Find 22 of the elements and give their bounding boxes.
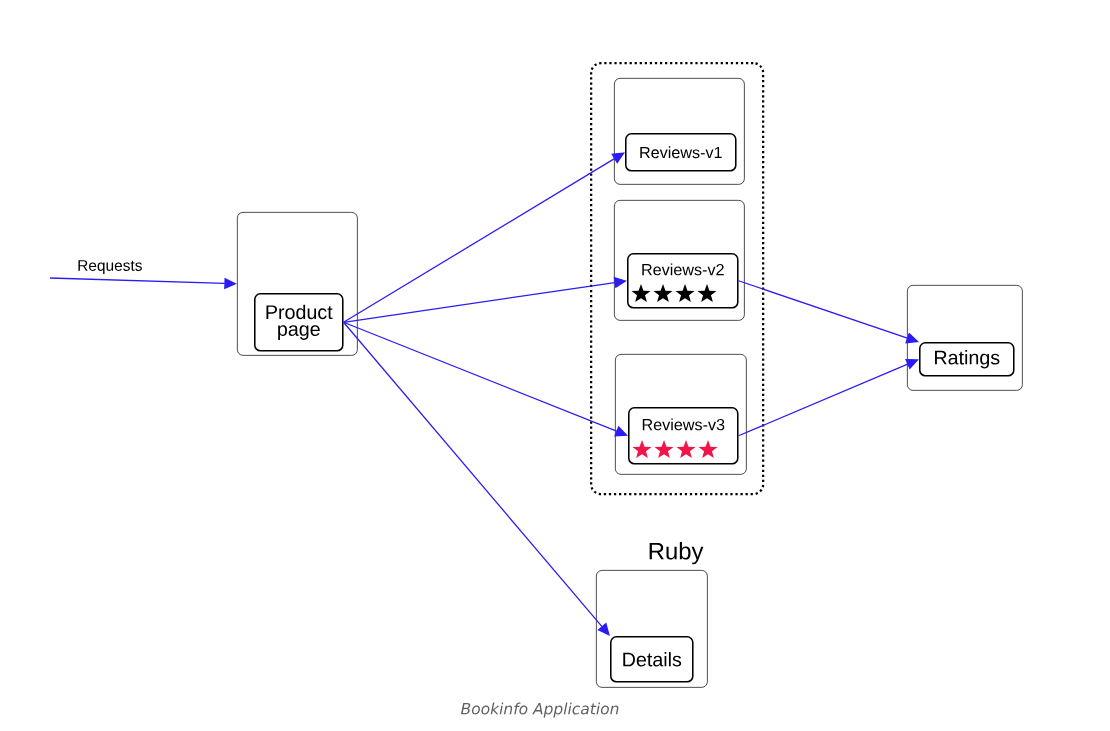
- arrow: [737, 358, 919, 437]
- service-box: Reviews-v2: [627, 253, 739, 309]
- arrow: [342, 276, 627, 323]
- service-box: Reviews-v1: [625, 133, 737, 172]
- container-box: [907, 285, 1023, 391]
- service-box: Reviews-v3: [628, 407, 739, 465]
- service-box: Details: [610, 636, 694, 683]
- container-box: [596, 570, 708, 688]
- container-box: [615, 354, 747, 475]
- arrow: [342, 321, 628, 437]
- language-label: Ruby: [649, 542, 704, 565]
- service-box: Ratings: [919, 342, 1015, 377]
- container-box: [614, 200, 745, 321]
- service-box: Product page: [254, 293, 344, 352]
- edge-label: Requests: [78, 260, 142, 274]
- container-box: [237, 212, 358, 356]
- arrow: [342, 321, 610, 636]
- caption: Bookinfo Application: [461, 702, 619, 718]
- container-box: [614, 78, 745, 185]
- group-box: [590, 62, 765, 496]
- arrow: [342, 152, 625, 323]
- arrow: [737, 280, 919, 344]
